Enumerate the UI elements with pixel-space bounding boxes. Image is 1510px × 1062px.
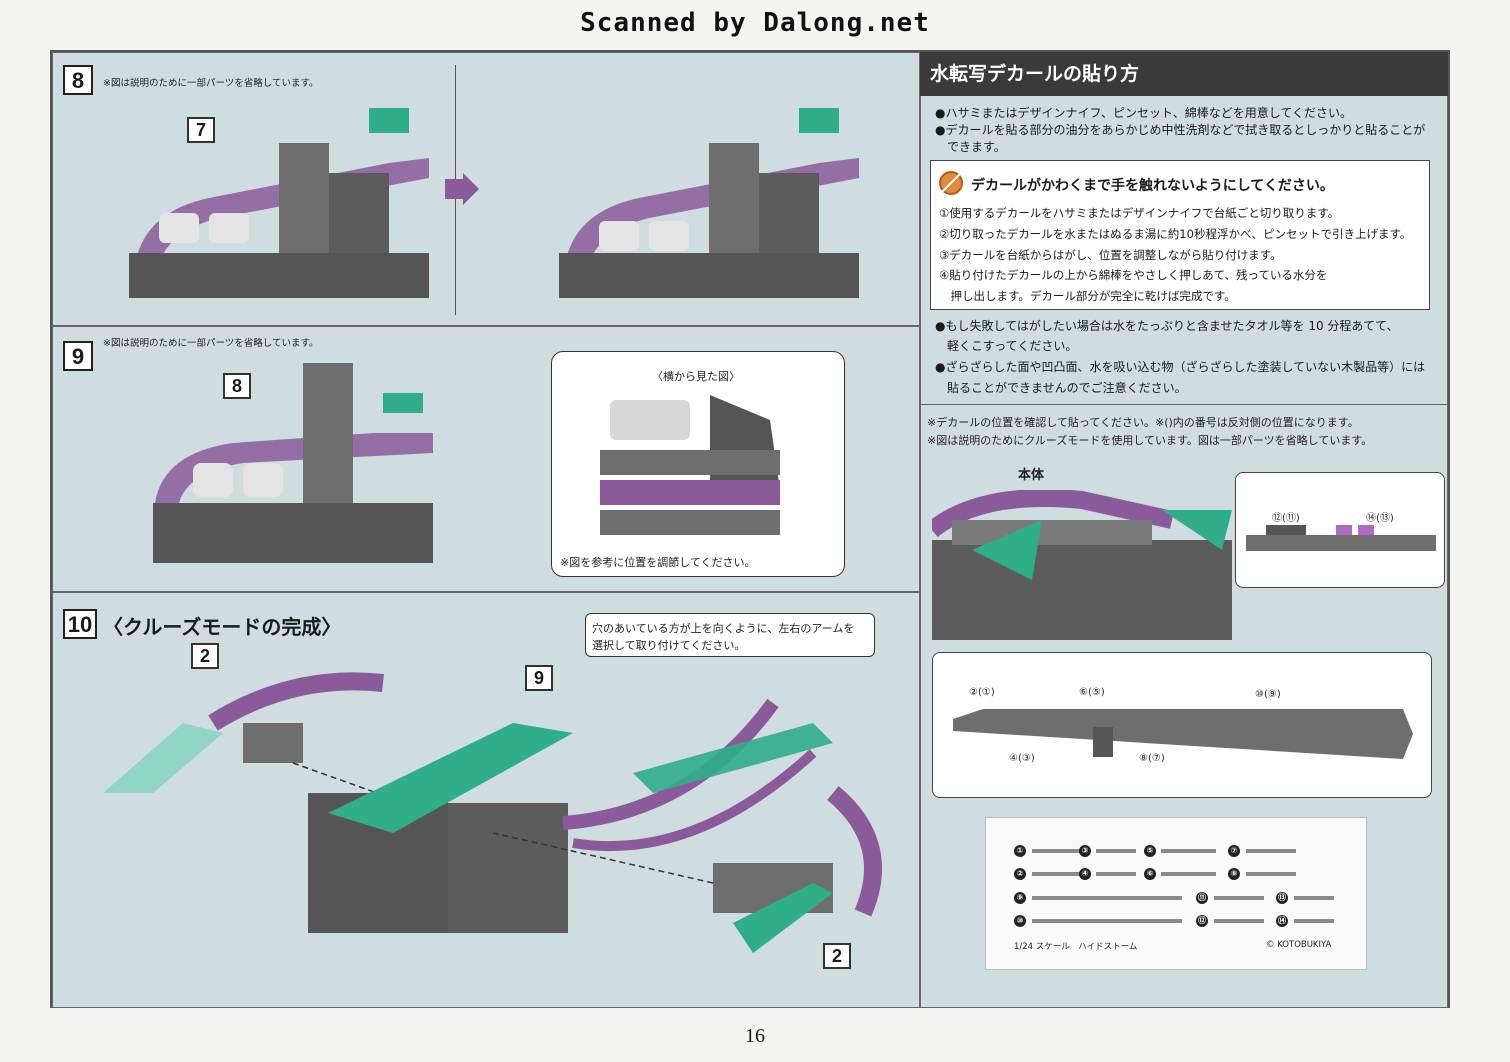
decal-position-label: ⑧(⑦) xyxy=(1139,753,1165,764)
decal-strip xyxy=(1096,872,1136,876)
decal-strip xyxy=(1032,919,1182,923)
warning-title: デカールがかわくまで手を触れないようにしてください。 xyxy=(971,178,1334,194)
step-number: 8 xyxy=(63,65,93,95)
part-label: 7 xyxy=(187,117,215,143)
decal-strip xyxy=(1032,872,1082,876)
section-divider xyxy=(920,404,1448,405)
sheet-footer-left: 1/24 スケール ハイドストーム xyxy=(1014,942,1138,952)
decal-strip xyxy=(1246,872,1296,876)
sheet-number: ⑥ xyxy=(1144,868,1156,880)
placement-note: ※デカールの位置を確認して貼ってください。※()内の番号は反対側の位置になります… xyxy=(927,416,1359,429)
sheet-number: ⑧ xyxy=(1228,868,1240,880)
part-label-right: 2 xyxy=(823,943,851,969)
watermark: Scanned by Dalong.net xyxy=(580,8,930,38)
cruise-mode-illustration xyxy=(103,672,882,953)
instruction-step: ①使用するデカールをハサミまたはデザインナイフで台紙ごと切り取ります。 xyxy=(939,206,1340,220)
arm-callout: 穴のあいている方が上を向くように、左右のアームを 選択して取り付けてください。 xyxy=(585,613,875,657)
decal-strip xyxy=(1096,849,1136,853)
decal-strip xyxy=(1161,849,1216,853)
bullet-line: ●ハサミまたはデザインナイフ、ピンセット、綿棒などを用意してください。 xyxy=(935,106,1353,120)
step9-panel: 9 ※図は説明のために一部パーツを省略しています。 8 〈横から見た図〉 ※図を… xyxy=(52,326,920,592)
step8-panel: 8 ※図は説明のために一部パーツを省略しています。 7 xyxy=(52,52,920,326)
body-label: 本体 xyxy=(1018,468,1045,483)
decal-strip xyxy=(1214,919,1264,923)
page-number: 16 xyxy=(745,1025,765,1047)
decal-position-label: ②(①) xyxy=(969,687,995,698)
next-arrow-icon xyxy=(445,173,479,205)
sheet-number: ③ xyxy=(1079,845,1091,857)
decal-position-label: ⑥(⑤) xyxy=(1079,687,1105,698)
sheet-number: ④ xyxy=(1079,868,1091,880)
decal-sheet: ① ③ ⑤ ⑦ ② ④ ⑥ ⑧ ⑨ ⑪ ⑬ ⑩ ⑫ ⑭ 1/24 スケール ハイ… xyxy=(985,817,1367,970)
decal-strip xyxy=(1246,849,1296,853)
instruction-step: 押し出します。デカール部分が完全に乾けば完成です。 xyxy=(939,289,1236,303)
callout-line1: 穴のあいている方が上を向くように、左右のアームを xyxy=(592,622,855,635)
bullet-line: できます。 xyxy=(935,140,1006,154)
side-view-note: ※図を参考に位置を調節してください。 xyxy=(560,556,756,569)
decal-position-label: ④(③) xyxy=(1009,753,1035,764)
decal-strip xyxy=(1161,872,1216,876)
decal-strip xyxy=(1032,849,1082,853)
sheet-number: ⑬ xyxy=(1276,892,1288,904)
inset-illustration xyxy=(1246,525,1436,551)
step8-after-illustration xyxy=(559,108,859,298)
decal-strip xyxy=(1214,896,1264,900)
bullet-line: ●デカールを貼る部分の油分をあらかじめ中性洗剤などで拭き取るとしっかりと貼ること… xyxy=(935,123,1426,137)
side-view-callout: 〈横から見た図〉 ※図を参考に位置を調節してください。 xyxy=(551,351,845,577)
step-title: 〈クルーズモードの完成〉 xyxy=(103,615,342,639)
part-label-left: 2 xyxy=(191,643,219,669)
decal-strip xyxy=(1032,896,1182,900)
callout-line2: 選択して取り付けてください。 xyxy=(592,639,746,652)
side-view-illustration xyxy=(600,395,780,535)
arm-illustration xyxy=(953,709,1413,759)
decal-title: 水転写デカールの貼り方 xyxy=(920,52,1448,96)
bullet-line: 軽くこすってください。 xyxy=(935,339,1078,353)
sheet-number: ⑫ xyxy=(1196,915,1208,927)
arm-callout-box: ②(①) ⑥(⑤) ⑩(⑨) ④(③) ⑧(⑦) xyxy=(932,652,1432,798)
bullet-line: ●もし失敗してはがしたい場合は水をたっぷりと含ませたタオル等を 10 分程あてて… xyxy=(935,319,1399,333)
step-number: 10 xyxy=(63,609,97,639)
body-decal-illustration xyxy=(932,490,1232,640)
step-note: ※図は説明のために一部パーツを省略しています。 xyxy=(103,338,319,349)
instruction-step: ②切り取ったデカールを水またはぬるま湯に約10秒程浮かべ、ピンセットで引き上げま… xyxy=(939,227,1412,241)
instruction-step: ③デカールを台紙からはがし、位置を調整しながら貼り付けます。 xyxy=(939,248,1282,262)
sheet-number: ⑤ xyxy=(1144,845,1156,857)
decal-position-label: ⑫(⑪) xyxy=(1272,513,1300,524)
part-label-center: 9 xyxy=(525,665,553,691)
placement-note: ※図は説明のためにクルーズモードを使用しています。図は一部パーツを省略しています… xyxy=(927,434,1373,447)
sheet-number: ② xyxy=(1014,868,1026,880)
instruction-step: ④貼り付けたデカールの上から綿棒をやさしく押しあて、残っている水分を xyxy=(939,268,1328,282)
sheet-number: ⑨ xyxy=(1014,892,1026,904)
step8-before-illustration xyxy=(129,108,429,298)
step-note: ※図は説明のために一部パーツを省略しています。 xyxy=(103,78,319,89)
decal-strip xyxy=(1294,896,1334,900)
step9-illustration xyxy=(153,363,433,563)
sheet-number: ⑦ xyxy=(1228,845,1240,857)
sheet-number: ⑭ xyxy=(1276,915,1288,927)
part-label: 8 xyxy=(223,373,251,399)
bullet-line: 貼ることができませんのでご注意ください。 xyxy=(935,381,1187,395)
no-touch-icon xyxy=(939,171,963,195)
side-view-title: 〈横から見た図〉 xyxy=(652,370,740,383)
step10-panel: 10 〈クルーズモードの完成〉 2 9 2 穴のあいている方が上を向くように、左… xyxy=(52,592,920,1008)
step-number: 9 xyxy=(63,341,93,371)
bullet-line: ●ざらざらした面や凹凸面、水を吸い込む物（ざらざらした塗装していない木製品等）に… xyxy=(935,360,1426,374)
sheet-footer-right: © KOTOBUKIYA xyxy=(1266,940,1332,950)
decal-position-label: ⑩(⑨) xyxy=(1255,689,1281,700)
warning-box: デカールがかわくまで手を触れないようにしてください。 ①使用するデカールをハサミ… xyxy=(930,160,1430,310)
sheet-number: ⑩ xyxy=(1014,915,1026,927)
inset-callout: ⑫(⑪) ⑭(⑬) xyxy=(1235,472,1445,588)
sheet-number: ① xyxy=(1014,845,1026,857)
decal-position-label: ⑭(⑬) xyxy=(1366,513,1394,524)
decal-strip xyxy=(1294,919,1334,923)
sheet-number: ⑪ xyxy=(1196,892,1208,904)
